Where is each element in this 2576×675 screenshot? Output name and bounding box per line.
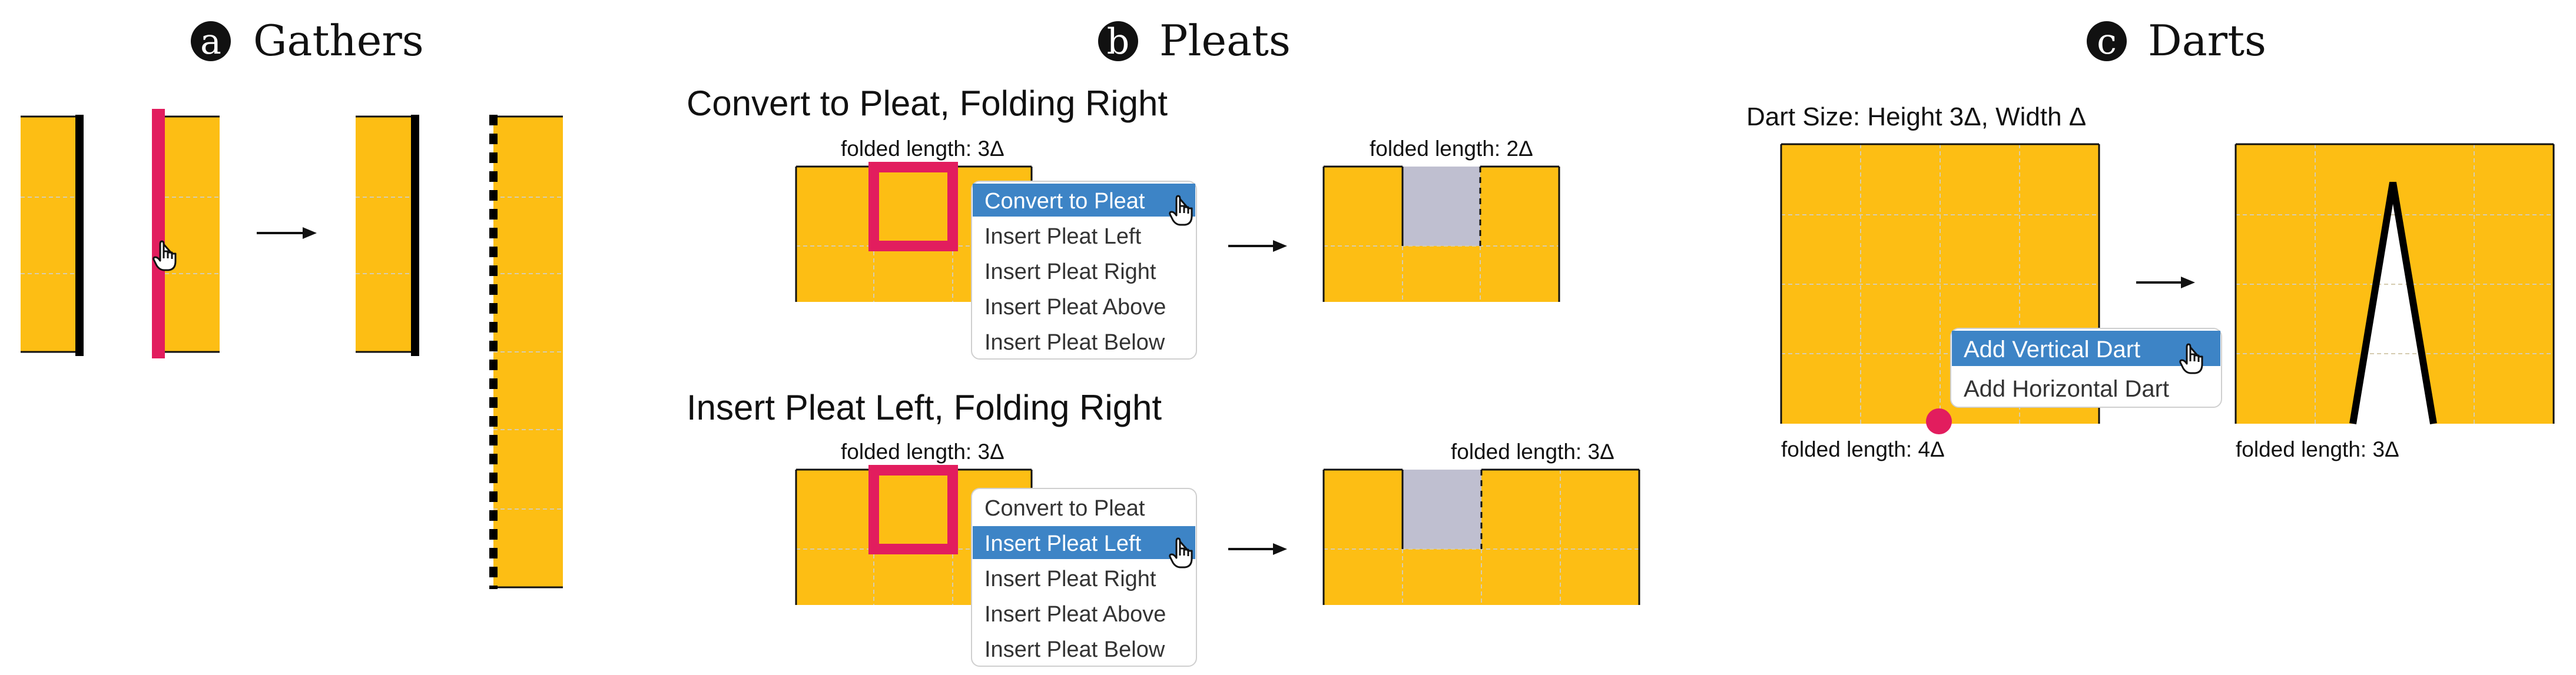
dart-anchor-point[interactable] [1926, 408, 1952, 434]
menu-item-add-vertical-dart[interactable]: Add Vertical Dart [1964, 337, 2140, 363]
badge-a-letter: a [200, 21, 221, 62]
dart-after-fabric [2234, 143, 2555, 424]
panel-c-title: Darts [2148, 16, 2266, 65]
menu-item-insert-pleat-left[interactable]: Insert Pleat Left [984, 224, 1142, 249]
selected-cell-highlight[interactable] [868, 162, 958, 251]
panel-b-heading: b Pleats [1098, 16, 1291, 65]
menu-item-insert-pleat-below[interactable]: Insert Pleat Below [984, 330, 1165, 355]
badge-c [2087, 21, 2127, 61]
menu-item-add-horizontal-dart[interactable]: Add Horizontal Dart [1964, 376, 2169, 402]
badge-b-letter: b [1107, 21, 1129, 62]
right-arrow-icon [1228, 240, 1287, 252]
menu-item-selected-highlight [1952, 331, 2220, 366]
menu-item-convert-to-pleat[interactable]: Convert to Pleat [984, 496, 1145, 521]
menu-item-insert-pleat-left[interactable]: Insert Pleat Left [984, 531, 1142, 556]
folded-region [1403, 470, 1481, 549]
menu-item-convert-to-pleat[interactable]: Convert to Pleat [984, 189, 1145, 214]
panel-darts: c Darts Dart Size: Height 3Δ, Width Δ Ad… [1746, 16, 2555, 461]
gathers-after-long-piece [489, 115, 563, 589]
panel-a-heading: a Gathers [191, 16, 424, 65]
dart-after-label: folded length: 3Δ [2236, 437, 2399, 461]
panel-gathers: a Gathers [21, 16, 563, 589]
right-arrow-icon [1228, 543, 1287, 555]
dart-size-subtitle: Dart Size: Height 3Δ, Width Δ [1746, 102, 2086, 131]
pleat-top-after-label: folded length: 2Δ [1370, 137, 1533, 161]
selected-cell-highlight[interactable] [868, 465, 958, 554]
pleat-top-after-fabric [1322, 165, 1560, 302]
pleat-top-before-label: folded length: 3Δ [841, 137, 1004, 161]
pleat-bottom-after-fabric [1322, 468, 1640, 605]
right-arrow-icon [257, 227, 317, 239]
menu-item-insert-pleat-above[interactable]: Insert Pleat Above [984, 295, 1166, 320]
dart-before-label: folded length: 4Δ [1781, 437, 1945, 461]
seam-line [411, 115, 419, 356]
menu-item-insert-pleat-above[interactable]: Insert Pleat Above [984, 602, 1166, 627]
menu-item-insert-pleat-below[interactable]: Insert Pleat Below [984, 637, 1165, 662]
menu-item-insert-pleat-right[interactable]: Insert Pleat Right [984, 567, 1156, 591]
gathers-before-left-piece [21, 115, 84, 356]
highlighted-seam[interactable] [152, 109, 165, 358]
folded-region [1403, 167, 1480, 246]
gathers-before-right-piece [152, 109, 220, 358]
context-menu-dart: Add Vertical Dart Add Horizontal Dart [1950, 328, 2222, 408]
panel-c-heading: c Darts [2087, 16, 2266, 65]
dart-seam [2349, 182, 2437, 424]
menu-item-selected-highlight [973, 526, 1195, 559]
badge-c-letter: c [2097, 21, 2117, 62]
menu-item-selected-highlight [973, 184, 1195, 217]
context-menu-bottom: Convert to Pleat Insert Pleat Left Inser… [971, 488, 1197, 667]
pleat-bottom-before-label: folded length: 3Δ [841, 440, 1004, 464]
panel-b-title: Pleats [1159, 16, 1291, 65]
right-arrow-icon [2136, 277, 2195, 288]
badge-b [1098, 21, 1138, 61]
pleat-top-subtitle: Convert to Pleat, Folding Right [687, 84, 1168, 123]
pleat-bottom-subtitle: Insert Pleat Left, Folding Right [687, 388, 1162, 427]
panel-pleats: b Pleats Convert to Pleat, Folding Right… [687, 16, 1640, 667]
badge-a [191, 21, 231, 61]
gathers-after-left-piece [356, 115, 419, 356]
menu-item-insert-pleat-right[interactable]: Insert Pleat Right [984, 260, 1156, 284]
panel-a-title: Gathers [253, 16, 424, 65]
seam-line [75, 115, 84, 356]
pleat-bottom-after-label: folded length: 3Δ [1451, 440, 1614, 464]
context-menu-top: Convert to Pleat Insert Pleat Left Inser… [971, 181, 1197, 360]
